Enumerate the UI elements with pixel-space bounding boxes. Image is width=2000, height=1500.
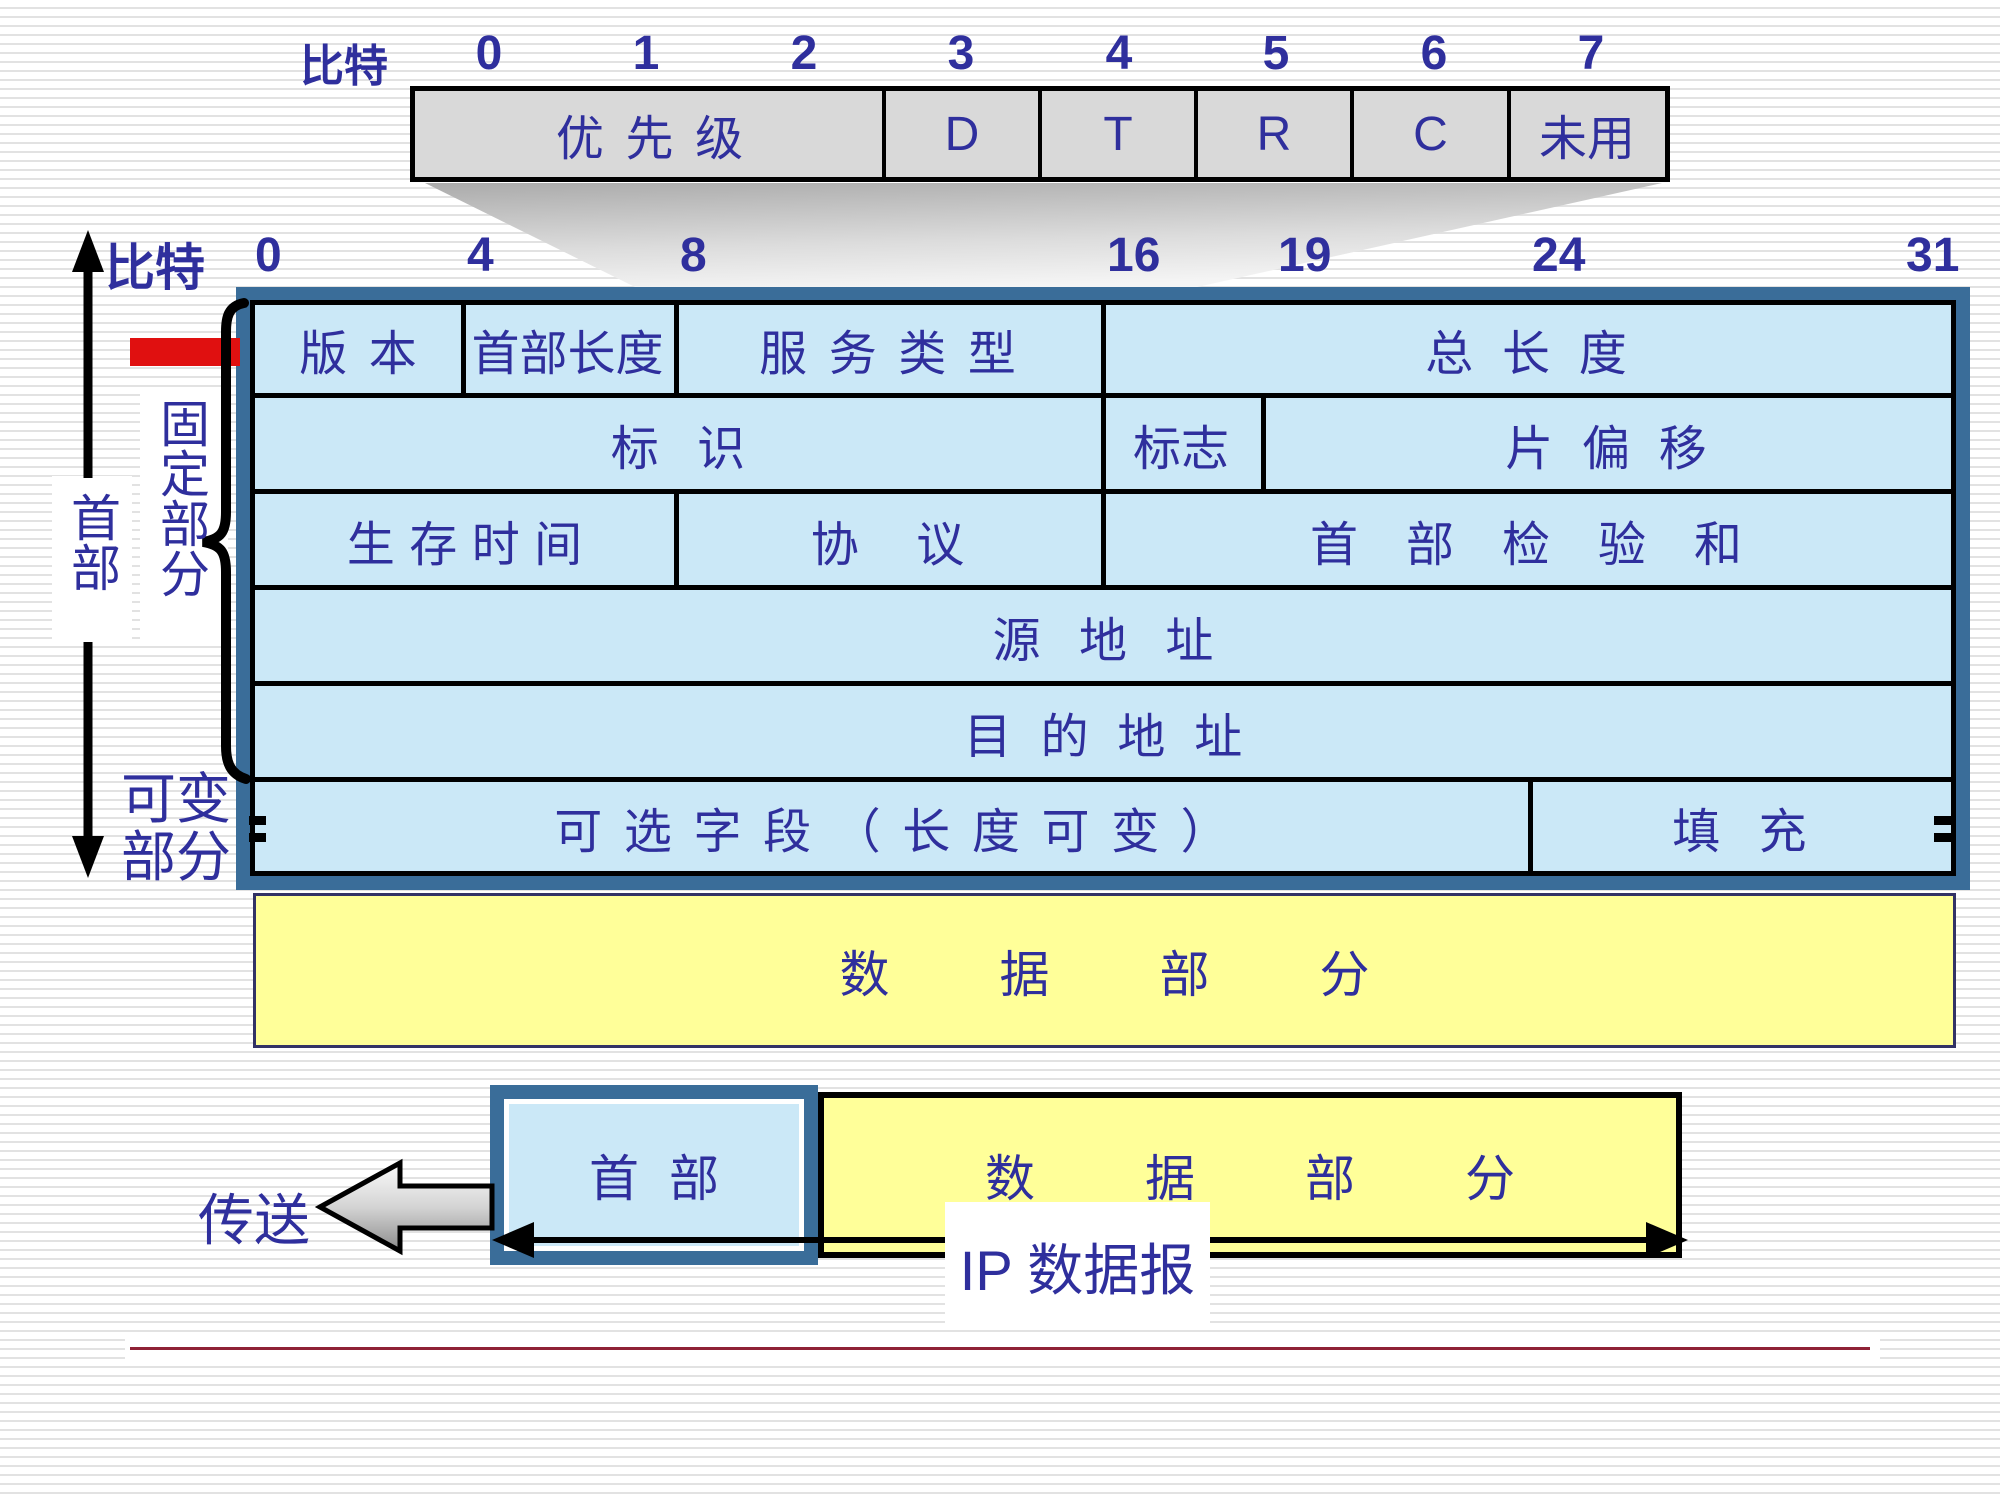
side-label-fixed-part: 固定部分 xyxy=(153,398,209,598)
torn-edge-mark xyxy=(1934,833,1951,842)
col-divider-bit8-row1 xyxy=(674,305,679,393)
header-extent-arrow xyxy=(72,230,104,878)
main-tick-31: 31 xyxy=(1906,229,1960,282)
field-fragment-offset: 片偏移 xyxy=(1505,422,1736,476)
field-identification: 标识 xyxy=(610,422,784,476)
field-padding: 填充 xyxy=(1672,805,1846,859)
main-tick-0: 0 xyxy=(255,229,282,282)
row-divider xyxy=(255,489,1951,494)
main-tick-24: 24 xyxy=(1532,229,1586,282)
bottom-rule xyxy=(130,1347,1870,1350)
variable-part-line-2: 部分 xyxy=(120,826,231,888)
tos-divider xyxy=(1194,91,1198,177)
col-divider-bit4-row1 xyxy=(461,305,466,393)
field-flags: 标志 xyxy=(1132,422,1229,476)
col-divider-bit16-row2 xyxy=(1101,398,1106,489)
tos-divider xyxy=(1038,91,1042,177)
data-section-box: 数据部分 xyxy=(253,893,1956,1048)
tos-cell-d: D xyxy=(944,107,980,161)
bottom-header-box: 首部 xyxy=(490,1085,818,1265)
tos-tick-0: 0 xyxy=(475,27,503,80)
tos-bit-scale-caption: 比特 xyxy=(300,42,388,91)
side-label-header: 首部 xyxy=(64,492,120,592)
tos-tick-4: 4 xyxy=(1105,27,1133,80)
col-divider-bit16-row1 xyxy=(1101,305,1106,393)
col-divider-bit8-row3 xyxy=(674,494,679,585)
tos-tick-3: 3 xyxy=(947,27,975,80)
tos-tick-1: 1 xyxy=(632,27,660,80)
ip-datagram-label-bg xyxy=(945,1202,1210,1328)
main-bit-scale-caption: 比特 xyxy=(105,240,205,296)
tos-field-box: 优先级 D T R C 未用 xyxy=(410,86,1670,182)
transmit-label: 传送 xyxy=(198,1189,310,1252)
bottom-header-box-gap: 首部 xyxy=(504,1099,804,1251)
torn-edge-mark xyxy=(249,816,266,825)
tos-cell-c: C xyxy=(1413,107,1448,161)
header-label-bg xyxy=(52,476,132,644)
main-tick-4: 4 xyxy=(467,229,494,282)
funnel-shape xyxy=(425,183,1662,292)
field-service-type: 服务类型 xyxy=(759,328,1038,381)
tos-cell-unused: 未用 xyxy=(1538,113,1635,166)
transmit-arrow xyxy=(314,1158,495,1256)
col-divider-bit19-row2 xyxy=(1261,398,1266,489)
ip-datagram-caption: IP 数据报 xyxy=(959,1239,1196,1302)
tos-cell-t: T xyxy=(1103,107,1133,161)
variable-part-line-1: 可变 xyxy=(120,768,231,830)
bottom-rule-bg xyxy=(125,1336,1880,1364)
tos-tick-2: 2 xyxy=(790,27,818,80)
tos-divider xyxy=(1507,91,1511,177)
tos-divider xyxy=(882,91,886,177)
col-divider-bit24-row6 xyxy=(1528,782,1533,871)
field-header-checksum: 首部检验和 xyxy=(1309,518,1790,572)
field-protocol: 协议 xyxy=(810,518,1022,572)
row-divider xyxy=(255,393,1951,398)
main-tick-19: 19 xyxy=(1278,229,1332,282)
field-total-length: 总长度 xyxy=(1425,328,1656,381)
bottom-header-label: 首部 xyxy=(509,1104,799,1246)
field-version: 版本 xyxy=(299,328,439,381)
row-divider xyxy=(255,777,1951,782)
ip-header-table-inner: 版本 首部长度 服务类型 总长度 标识 标志 片偏移 生存时间 协议 首部检验和… xyxy=(250,300,1956,876)
field-header-length: 首部长度 xyxy=(471,328,664,381)
tos-cell-priority: 优先级 xyxy=(555,113,765,166)
row-divider xyxy=(255,681,1951,686)
tos-tick-6: 6 xyxy=(1420,27,1448,80)
field-destination-address: 目的地址 xyxy=(963,710,1271,764)
field-options: 可选字段（长度可变） xyxy=(554,805,1251,859)
ip-header-table: 版本 首部长度 服务类型 总长度 标识 标志 片偏移 生存时间 协议 首部检验和… xyxy=(236,287,1970,890)
torn-edge-mark xyxy=(249,833,266,842)
fixed-part-label-bg xyxy=(140,390,228,642)
row-divider xyxy=(255,585,1951,590)
side-label-variable-part: 可变 部分 xyxy=(108,770,244,886)
main-tick-8: 8 xyxy=(680,229,707,282)
fixed-part-brace xyxy=(201,298,251,784)
main-tick-16: 16 xyxy=(1107,229,1161,282)
tos-tick-7: 7 xyxy=(1577,27,1605,80)
field-ttl: 生存时间 xyxy=(346,518,597,572)
field-source-address: 源地址 xyxy=(992,614,1252,668)
col-divider-bit16-row3 xyxy=(1101,494,1106,585)
tos-tick-5: 5 xyxy=(1262,27,1290,80)
tos-divider xyxy=(1350,91,1354,177)
torn-edge-mark xyxy=(1934,816,1951,825)
tos-cell-r: R xyxy=(1256,107,1292,161)
